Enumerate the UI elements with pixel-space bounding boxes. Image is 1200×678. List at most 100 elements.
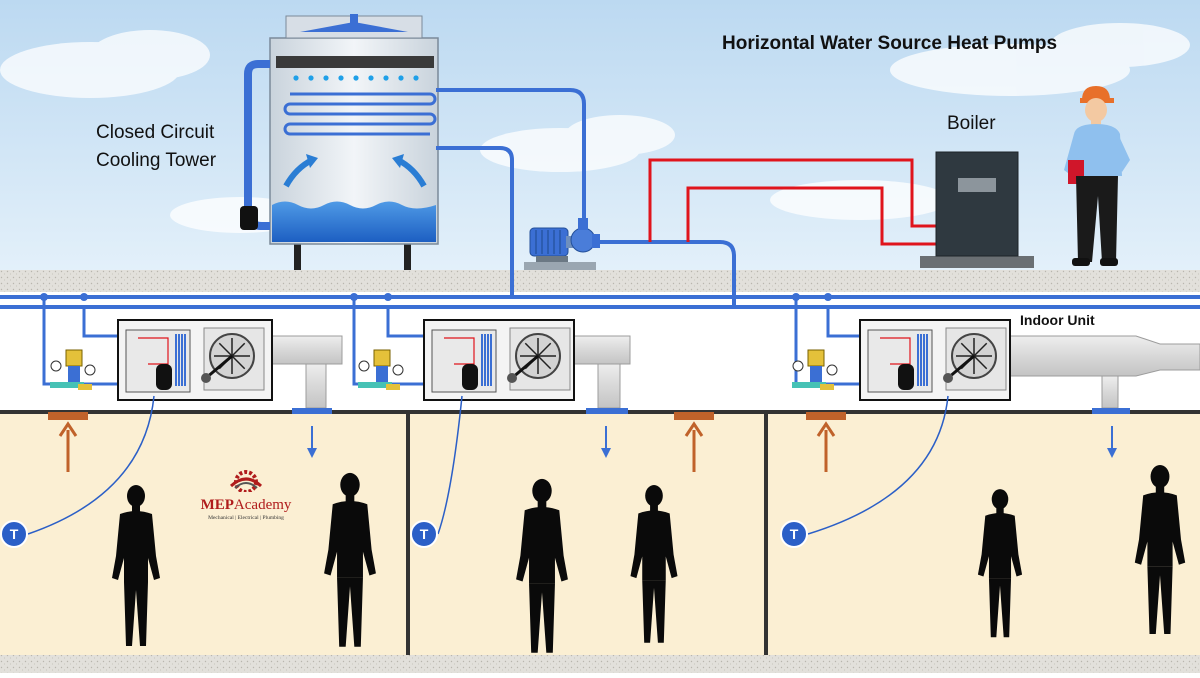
logo-brand-a: MEP [200, 497, 234, 513]
tower-piping [436, 88, 736, 307]
pressure-gauge-icon [358, 360, 370, 372]
refrigerant-line [880, 337, 911, 365]
supply-air-arrowhead-icon [1107, 448, 1117, 458]
person-silhouette-2 [324, 472, 376, 647]
compressor [156, 364, 172, 390]
hose-kit [358, 382, 392, 388]
thermostat-icon [0, 520, 28, 548]
strainer [820, 384, 834, 390]
valve-body [376, 366, 388, 382]
fan-belt [511, 354, 539, 380]
return-air-arrowhead-icon [58, 421, 78, 437]
strainer [78, 384, 92, 390]
partition-wall-1 [406, 410, 410, 662]
tee-fitting [40, 293, 48, 301]
motor [507, 373, 517, 383]
control-valve-actuator [373, 349, 391, 367]
thermostat-letter: T [790, 526, 799, 542]
duct-unit-2 [573, 335, 631, 414]
pressure-gauge-icon [792, 360, 804, 372]
tee-fitting [824, 293, 832, 301]
tee-fitting [792, 293, 800, 301]
heat-pump-unit-3 [792, 293, 1011, 401]
duct-unit-1 [267, 335, 343, 414]
partition-wall-2 [764, 410, 768, 662]
refrigerant-line [444, 337, 475, 365]
temperature-gauge-icon [826, 364, 838, 376]
person-silhouette-1 [112, 485, 160, 646]
thermostat-letter: T [420, 526, 429, 542]
fan-belt [205, 354, 233, 380]
cooling-tower-label-line-2: Cooling Tower [96, 150, 217, 171]
return-air-arrowhead-icon [816, 421, 836, 437]
tee-fitting [350, 293, 358, 301]
branch-piping [352, 297, 444, 386]
person-silhouette-3 [516, 478, 568, 653]
compressor [898, 364, 914, 390]
motor [201, 373, 211, 383]
logo-tagline: Mechanical | Electrical | Plumbing [208, 515, 284, 521]
logo-brand: MEPAcademy [196, 497, 296, 514]
strainer [386, 384, 400, 390]
closed-circuit-cooling-tower [240, 14, 439, 270]
person-silhouette-4 [630, 485, 678, 643]
thermostat-icon [780, 520, 808, 548]
gear-logo-icon [229, 470, 263, 494]
occupant-silhouettes [112, 464, 1186, 653]
valve-body [810, 366, 822, 382]
branch-piping [42, 297, 138, 386]
heat-pump-units [40, 293, 1011, 401]
thermostat-icon [410, 520, 438, 548]
tee-fitting [80, 293, 88, 301]
hose-kit [50, 382, 84, 388]
cooling-tower-label-line-1: Closed Circuit [96, 122, 215, 143]
boiler-hot-water-piping [648, 158, 938, 246]
indoor-unit-label: Indoor Unit [1020, 312, 1095, 328]
roof-slab [0, 270, 1200, 292]
fan-belt [947, 354, 975, 380]
pressure-gauge-icon [50, 360, 62, 372]
circulating-pump [524, 218, 600, 270]
technician-figure [1064, 86, 1130, 266]
control-valve-actuator [807, 349, 825, 367]
supply-air-arrowhead-icon [601, 448, 611, 458]
mep-academy-logo: MEPAcademy Mechanical | Electrical | Plu… [196, 466, 296, 521]
control-valve-actuator [65, 349, 83, 367]
logo-brand-b: Academy [233, 497, 292, 513]
thermostat-wire [437, 395, 463, 535]
motor [943, 373, 953, 383]
supply-air-arrowhead-icon [307, 448, 317, 458]
person-silhouette-5 [977, 489, 1023, 638]
return-grille-1 [48, 412, 88, 420]
thermostat-letter: T [10, 526, 19, 542]
coil-tubes [481, 334, 492, 386]
return-air-arrowhead-icon [684, 421, 704, 437]
refrigerant-line [138, 337, 169, 365]
tee-fitting [384, 293, 392, 301]
heat-pump-unit-1 [40, 293, 273, 401]
heat-pump-unit-2 [350, 293, 575, 401]
hose-kit [792, 382, 826, 388]
person-silhouette-6 [1134, 464, 1186, 634]
return-grille-2 [674, 412, 714, 420]
floor-slab [0, 655, 1200, 673]
diagram-title: Horizontal Water Source Heat Pumps [722, 33, 1058, 54]
occupied-zone [0, 410, 1200, 662]
boiler-label: Boiler [947, 113, 996, 134]
coil-tubes [175, 334, 186, 386]
thermostat-wire [27, 395, 155, 535]
coil-tubes [917, 334, 928, 386]
boiler [920, 151, 1034, 268]
thermostat-wire [807, 395, 949, 535]
return-grille-3 [806, 412, 846, 420]
compressor [462, 364, 478, 390]
valve-body [68, 366, 80, 382]
ductwork [267, 335, 1200, 414]
temperature-gauge-icon [84, 364, 96, 376]
temperature-gauge-icon [392, 364, 404, 376]
water-loop-mains [0, 295, 1200, 309]
duct-unit-3 [1009, 335, 1200, 414]
